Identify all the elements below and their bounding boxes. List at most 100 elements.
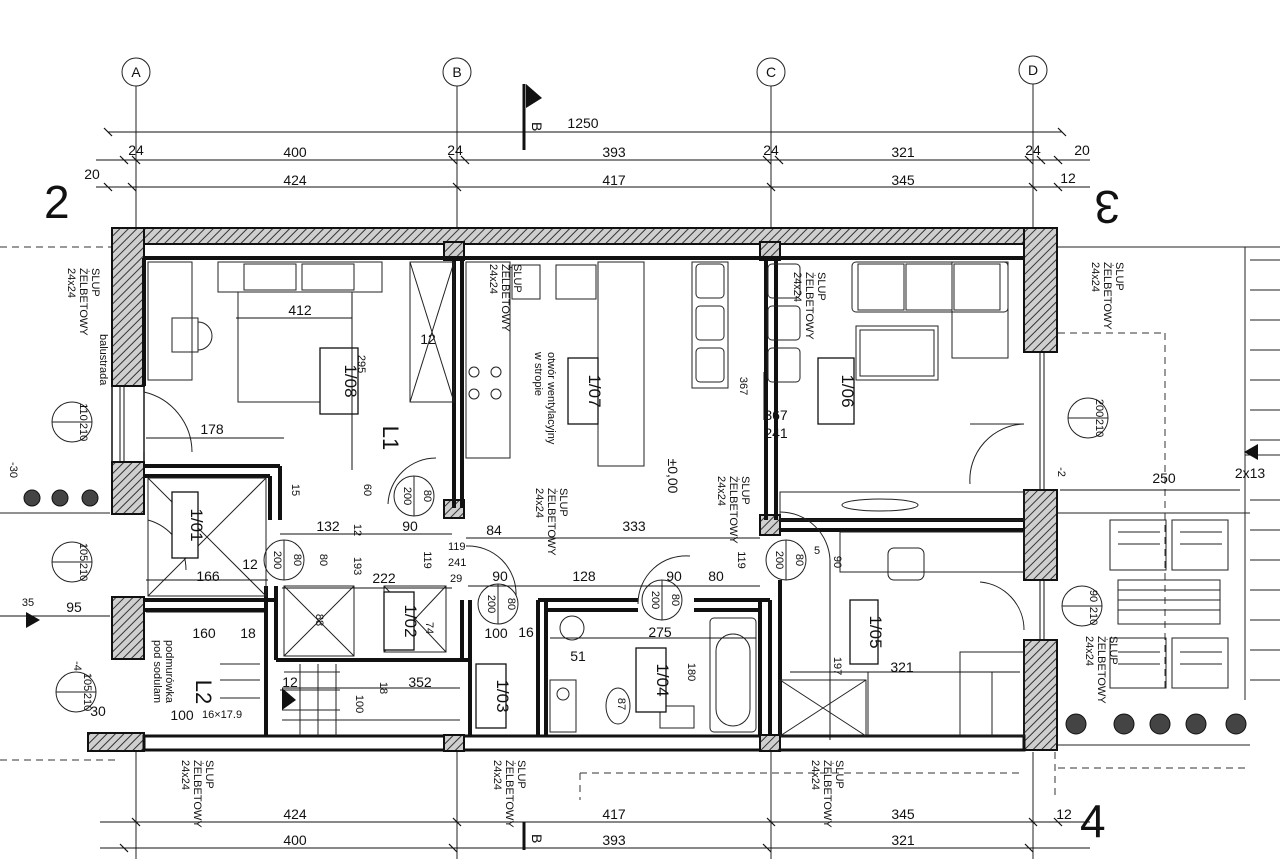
door-tag-6: 80 200 [641,579,683,621]
svg-text:SLUP: SLUP [89,268,101,297]
dim-top-7: 24 [1025,142,1041,158]
room-1-01: 1/01 [171,491,206,559]
axis-number-left: 2 [44,176,70,228]
column-label-10: SLUP ŻELBETOWY 24x24 [809,760,845,828]
dim-275: 275 [648,624,672,640]
svg-text:24x24: 24x24 [1089,262,1101,292]
room-1-04: 1/04 [635,647,672,713]
door-tag-3: 80 200 [263,539,305,581]
level-label-l2: L2 [191,680,216,704]
door-swings [143,391,1025,631]
dim-2x13: 2x13 [1235,465,1266,481]
svg-text:80: 80 [421,490,433,502]
room-1-08: 1/08 [319,347,360,415]
svg-text:ŻELBETOWY: ŻELBETOWY [77,268,90,336]
ventilation-note: otwór wentylacyjny w stropie [532,351,557,445]
room-1-06-label: 1/06 [838,374,857,407]
svg-text:ŻELBETOWY: ŻELBETOWY [803,272,816,340]
dim-160: 160 [192,625,216,641]
grid-axes: A B C D [121,55,1048,859]
svg-text:200: 200 [401,487,413,505]
dim-18-a: 18 [240,625,256,641]
svg-text:SLUP: SLUP [1113,262,1125,291]
dim-top-5: 24 [763,142,779,158]
dim-51: 51 [570,648,586,664]
svg-text:SLUP: SLUP [515,760,527,789]
room-1-07: 1/07 [567,357,604,425]
dim-top-10: 424 [283,172,307,188]
dim-top-9: 20 [84,166,100,182]
column-label-6: SLUP ŻELBETOWY 24x24 [715,476,751,544]
dim-128: 128 [572,568,596,584]
svg-text:ŻELBETOWY: ŻELBETOWY [1095,636,1108,704]
column-label-5: SLUP ŻELBETOWY 24x24 [533,488,569,556]
section-marker: B B [522,84,545,850]
dim-321: 321 [890,659,914,675]
svg-text:otwór wentylacyjny: otwór wentylacyjny [545,352,557,445]
dim-top-3: 24 [447,142,463,158]
axis-label-a: A [131,64,141,80]
svg-text:24x24: 24x24 [491,760,503,790]
dim-12-b: 12 [351,524,363,536]
column-label-2: SLUP ŻELBETOWY 24x24 [487,264,523,332]
room-1-05: 1/05 [849,599,885,665]
room-1-02: 1/02 [383,591,420,651]
door-tag-7: 200 210 [1067,397,1109,439]
dim-197: 197 [831,657,843,675]
svg-text:200: 200 [649,591,661,609]
top-dimensions: 1250 24 400 24 393 24 321 24 20 20 424 4… [84,115,1090,192]
svg-text:24x24: 24x24 [809,760,821,790]
room-1-03: 1/03 [475,663,512,729]
door-tag-10: 80 200 [765,539,807,581]
dim-bottom-5: 400 [283,832,307,848]
axis-label-c: C [766,64,776,80]
svg-text:210: 210 [77,563,89,581]
door-tag-4: 105 210 [51,541,93,583]
axis-label-b: B [452,64,461,80]
column-label-1: SLUP ŻELBETOWY 24x24 [65,268,101,336]
dim-100-a: 100 [484,625,508,641]
level-mark: ±0,00 [665,459,681,494]
dim-top-6: 321 [891,144,915,160]
door-tag-5: 80 200 [477,583,519,625]
svg-text:105: 105 [77,543,89,561]
svg-text:ŻELBETOWY: ŻELBETOWY [545,488,558,556]
svg-text:80: 80 [793,554,805,566]
level-minus-2-a: -2 [1055,467,1067,477]
dim-119-a: 119 [421,551,433,569]
svg-text:24x24: 24x24 [179,760,191,790]
exterior-walls [87,227,1058,752]
column-label-9: SLUP ŻELBETOWY 24x24 [491,760,527,828]
level-minus-4: -4 [71,661,83,671]
svg-text:ŻELBETOWY: ŻELBETOWY [727,476,740,544]
door-tag-2: 80 200 [393,475,435,517]
svg-text:ŻELBETOWY: ŻELBETOWY [499,264,512,332]
svg-text:ŻELBETOWY: ŻELBETOWY [503,760,516,828]
svg-text:90: 90 [1087,590,1099,602]
dim-bottom-7: 321 [891,832,915,848]
dim-top-13: 12 [1060,170,1076,186]
dim-bottom-1: 424 [283,806,307,822]
dim-119-c: 119 [735,551,747,569]
dim-minus-30: -30 [7,462,19,478]
dim-367-b: 367 [764,407,788,423]
room-1-06: 1/06 [817,357,857,425]
svg-text:SLUP: SLUP [203,760,215,789]
dim-90-a: 90 [402,518,418,534]
balustrade-note: balustrada [97,334,109,386]
room-1-04-label: 1/04 [653,663,672,696]
column-label-3: SLUP ŻELBETOWY 24x24 [791,272,827,340]
svg-text:210: 210 [1093,419,1105,437]
door-tag-1: 110 210 [51,401,93,443]
room-1-05-label: 1/05 [866,615,885,648]
dim-bottom-4: 12 [1056,806,1072,822]
room-1-03-label: 1/03 [493,679,512,712]
dim-bottom-2: 417 [602,806,626,822]
bottom-dimensions: 424 417 345 12 400 393 321 [100,806,1090,853]
dim-178: 178 [200,421,224,437]
svg-text:SLUP: SLUP [739,476,751,505]
door-tags: 110 210 80 200 80 200 105 210 80 200 [51,397,1109,713]
room-1-07-label: 1/07 [585,374,604,407]
dim-180: 180 [685,663,697,681]
